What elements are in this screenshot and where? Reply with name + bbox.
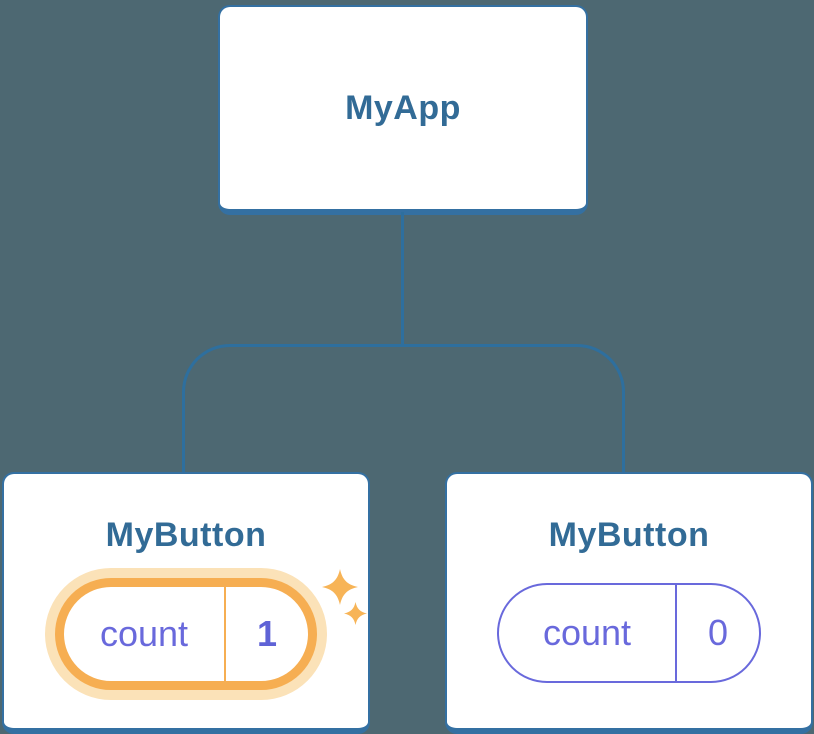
connector-stem-line <box>401 212 404 345</box>
mybutton-label: MyButton <box>548 516 710 554</box>
sparkle-icon-large <box>322 569 358 605</box>
sparkle-icon-small <box>344 602 367 625</box>
state-pill-highlighted: count 1 <box>55 578 317 690</box>
tree-node-mybutton-updated: MyButton count 1 <box>2 472 370 734</box>
state-value: 1 <box>256 613 278 654</box>
myapp-label: MyApp <box>345 88 461 127</box>
tree-node-mybutton-plain: MyButton count 0 <box>445 472 813 734</box>
pill-divider <box>224 587 226 681</box>
state-key: count <box>99 613 189 654</box>
state-pill-glow: count 1 <box>45 568 327 700</box>
state-pill: count 0 <box>497 583 761 683</box>
tree-node-myapp: MyApp <box>218 5 588 215</box>
connector-branch-line <box>182 344 625 474</box>
pill-divider <box>675 585 677 681</box>
mybutton-label: MyButton <box>105 516 267 554</box>
state-value: 0 <box>707 612 729 653</box>
state-key: count <box>542 612 632 653</box>
